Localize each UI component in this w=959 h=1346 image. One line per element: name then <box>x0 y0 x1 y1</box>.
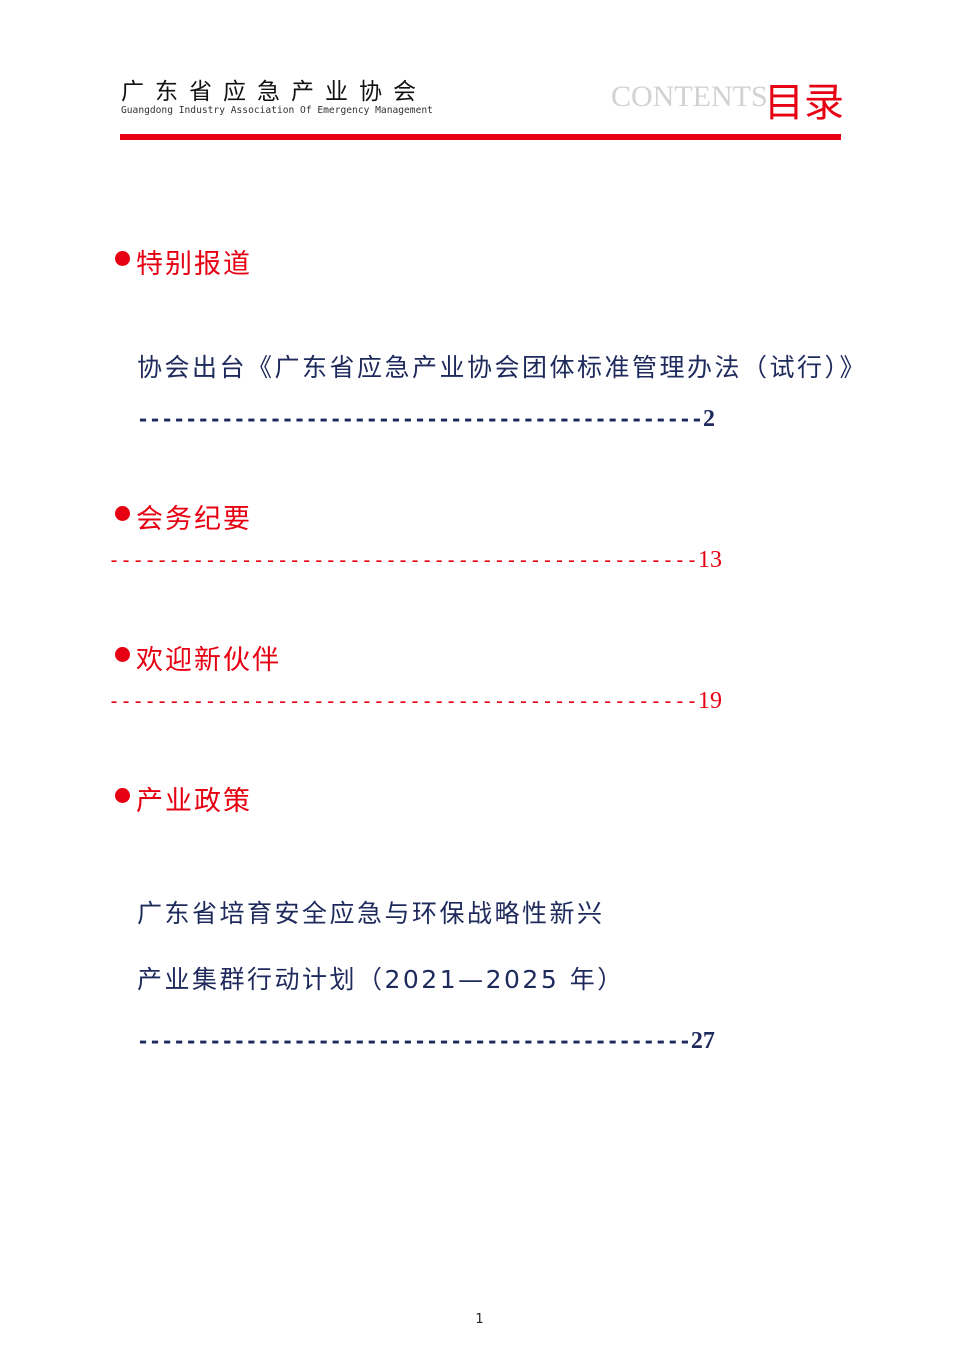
footer-page-number: 1 <box>475 1312 484 1327</box>
section-welcome-partners: 欢迎新伙伴 <box>115 638 281 677</box>
org-name: 广东省应急产业协会 <box>121 79 427 105</box>
toc-entry-leader[interactable]: ----------------------------------------… <box>108 547 722 574</box>
section-title: 产业政策 <box>136 786 252 817</box>
bullet-icon <box>115 251 130 266</box>
section-special-report: 特别报道 <box>115 242 252 281</box>
toc-entry-title-line-2[interactable]: 产业集群行动计划（2021—2025 年） <box>137 965 625 994</box>
toc-entry-leader[interactable]: ----------------------------------------… <box>108 688 722 715</box>
section-title: 特别报道 <box>136 249 252 280</box>
toc-entry-title[interactable]: 协会出台《广东省应急产业协会团体标准管理办法（试行）》 <box>137 353 868 382</box>
section-industry-policy: 产业政策 <box>115 779 252 818</box>
page-number: 2 <box>702 406 715 432</box>
toc-entry-title-line-1[interactable]: 广东省培育安全应急与环保战略性新兴 <box>137 899 605 928</box>
bullet-icon <box>115 647 130 662</box>
bullet-icon <box>115 788 130 803</box>
contents-label-english: CONTENTS <box>611 80 768 113</box>
leader-dashes: ----------------------------------------… <box>137 1029 691 1053</box>
page-number: 27 <box>690 1028 715 1054</box>
contents-label-chinese: 目录 <box>764 80 844 126</box>
leader-dashes: ----------------------------------------… <box>137 407 703 431</box>
leader-dashes: ----------------------------------------… <box>108 548 699 572</box>
page-number: 13 <box>698 547 723 573</box>
leader-dashes: ----------------------------------------… <box>108 689 699 713</box>
section-title: 会务纪要 <box>136 504 252 535</box>
bullet-icon <box>115 506 130 521</box>
org-name-english: Guangdong Industry Association Of Emerge… <box>121 105 433 116</box>
toc-entry-leader[interactable]: ----------------------------------------… <box>137 1028 715 1055</box>
page-number: 19 <box>698 688 723 714</box>
section-meeting-minutes: 会务纪要 <box>115 497 252 536</box>
section-title: 欢迎新伙伴 <box>136 645 281 676</box>
header-rule <box>120 134 841 140</box>
toc-entry-leader[interactable]: ----------------------------------------… <box>137 406 715 433</box>
